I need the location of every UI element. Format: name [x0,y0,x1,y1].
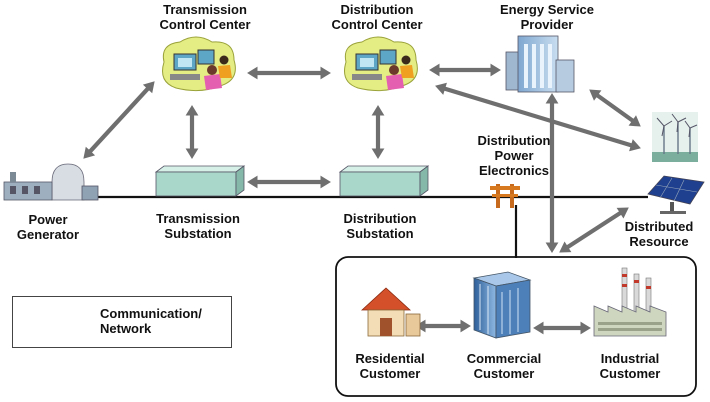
power-generator-label: Power Generator [16,212,80,242]
arrow-substations [247,175,331,189]
substation-icon [338,165,430,197]
operator-workstation-icon [344,36,418,92]
distribution-power-electronics-label: Distribution Power Electronics [477,133,551,178]
arrow-dcc-esp [429,63,501,77]
arrow-tcc-substation [185,105,199,159]
legend [12,296,232,348]
arrow-dcc-resource [435,82,641,152]
office-building-icon [505,35,575,93]
legend-label: Communication/ Network [100,306,202,336]
arrow-residential-commercial [415,319,471,333]
arrow-esp-resource [589,89,641,127]
wind-turbine-icon [652,112,698,162]
arrow-dcc-substation [371,105,385,159]
commercial-customer-label: Commercial Customer [466,351,542,381]
arrow-commercial-industrial [533,321,591,335]
residential-customer-label: Residential Customer [355,351,425,381]
operator-workstation-icon [162,36,236,92]
arrow-generator-tcc [83,81,155,159]
arrow-esp-customers [545,93,559,253]
substation-icon [154,165,246,197]
factory-icon [593,267,667,337]
transmission-substation-label: Transmission Substation [156,211,240,241]
energy-service-provider-label: Energy Service Provider [500,2,594,32]
industrial-customer-label: Industrial Customer [599,351,661,381]
arrow-customers-resource [559,207,629,253]
power-plant-icon [3,163,99,201]
solar-panel-icon [647,175,705,214]
distribution-control-center-label: Distribution Control Center [331,2,423,32]
customer-enclosure [335,256,697,397]
distribution-substation-label: Distribution Substation [343,211,417,241]
distributed-resource-label: Distributed Resource [624,219,694,249]
transmission-control-center-label: Transmission Control Center [159,2,251,32]
arrow-tcc-dcc [247,66,331,80]
utility-pole-icon [490,184,520,208]
tower-building-icon [472,271,532,339]
house-icon [360,287,421,337]
communication-arrows [83,63,641,335]
